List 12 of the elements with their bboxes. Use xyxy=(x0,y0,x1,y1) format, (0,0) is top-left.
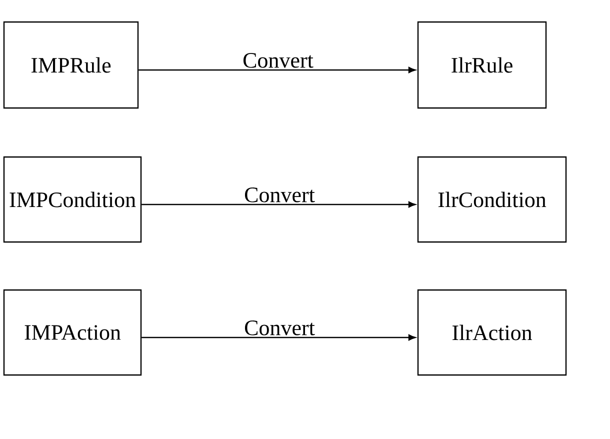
class-box: IMPRule xyxy=(3,21,139,109)
class-box: IlrAction xyxy=(417,289,567,376)
arrow xyxy=(142,334,416,341)
arrow xyxy=(138,66,416,74)
edge-label: Convert xyxy=(244,188,315,202)
class-box: IMPCondition xyxy=(3,156,142,243)
edge-label: Convert xyxy=(243,53,314,68)
class-box: IlrCondition xyxy=(417,156,567,243)
arrow xyxy=(142,201,416,208)
class-box: IMPAction xyxy=(3,289,142,376)
class-box: IlrRule xyxy=(417,21,547,109)
edge-label: Convert xyxy=(244,320,315,336)
